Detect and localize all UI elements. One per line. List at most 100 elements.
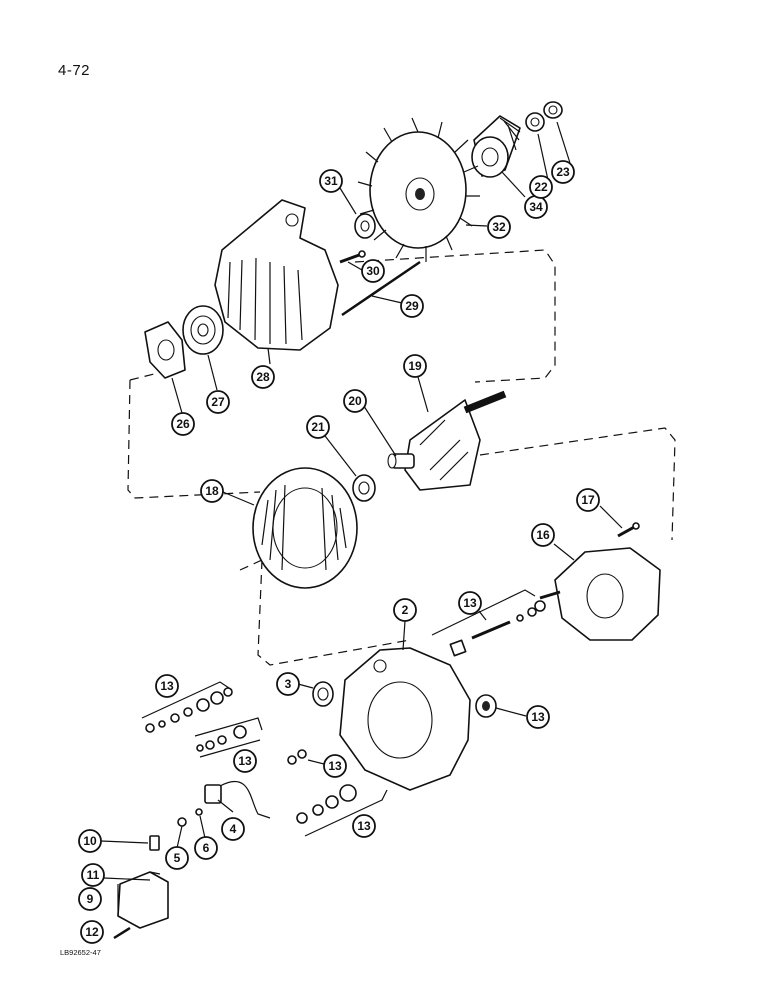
callout-26: 26	[171, 412, 195, 436]
svg-text:17: 17	[581, 493, 595, 507]
hardware-bracket-terminal	[431, 589, 536, 636]
svg-text:3: 3	[285, 677, 292, 691]
rotor-part	[404, 390, 507, 491]
callout-5: 5	[165, 846, 189, 870]
figure-code: LB92652-47	[60, 948, 101, 957]
callout-18: 18	[200, 479, 224, 503]
callout-30: 30	[361, 259, 385, 283]
leader-lines	[100, 121, 623, 881]
svg-text:13: 13	[238, 754, 252, 768]
callout-34: 34	[524, 195, 548, 219]
brush-screw-part	[177, 817, 187, 827]
holder-screw-part	[113, 926, 131, 940]
callout-13-center: 13	[323, 754, 347, 778]
hardware-bracket-upper-left	[141, 681, 233, 719]
svg-text:6: 6	[203, 841, 210, 855]
svg-text:13: 13	[328, 759, 342, 773]
hardware-bracket-middle-left	[194, 717, 263, 758]
pulley-part	[471, 115, 521, 178]
callout-27: 27	[206, 390, 230, 414]
bearing-retainer-plate-part	[144, 321, 186, 379]
svg-text:26: 26	[176, 417, 190, 431]
svg-text:23: 23	[556, 165, 570, 179]
brush-part	[149, 835, 160, 851]
callout-29: 29	[400, 294, 424, 318]
bearing-spacer-part	[354, 213, 376, 239]
callout-28: 28	[251, 365, 275, 389]
svg-text:32: 32	[492, 220, 506, 234]
svg-text:12: 12	[85, 925, 99, 939]
terminal-wire-part	[204, 780, 271, 819]
housing-bushing-part	[475, 694, 497, 718]
cap-part	[543, 101, 563, 119]
svg-text:28: 28	[256, 370, 270, 384]
hardware-row-middle-left	[196, 725, 247, 752]
callout-6: 6	[194, 836, 218, 860]
svg-text:13: 13	[463, 596, 477, 610]
callout-9: 9	[78, 887, 102, 911]
svg-text:2: 2	[402, 603, 409, 617]
callout-11: 11	[81, 863, 105, 887]
brush-washer-part	[195, 808, 203, 816]
callout-21: 21	[306, 415, 330, 439]
svg-text:30: 30	[366, 264, 380, 278]
rear-bearing-part	[352, 474, 376, 502]
stator-part	[252, 467, 358, 589]
hardware-row-center	[287, 749, 307, 765]
slip-ring-screw-part	[617, 522, 640, 538]
assembly-dashed-line-lower	[239, 427, 676, 666]
svg-text:19: 19	[408, 359, 422, 373]
svg-text:27: 27	[211, 395, 225, 409]
callout-22: 22	[529, 175, 553, 199]
svg-text:5: 5	[174, 851, 181, 865]
callout-13-terminal: 13	[458, 591, 482, 615]
hardware-row-lower	[296, 784, 357, 824]
svg-text:22: 22	[534, 180, 548, 194]
hardware-row-upper-left	[145, 687, 233, 733]
svg-text:18: 18	[205, 484, 219, 498]
svg-text:34: 34	[529, 200, 543, 214]
callout-13-upper-left: 13	[155, 674, 179, 698]
svg-text:21: 21	[311, 420, 325, 434]
svg-text:16: 16	[536, 528, 550, 542]
callout-13-housing-bushing: 13	[526, 705, 550, 729]
fan-part	[357, 117, 480, 262]
svg-text:20: 20	[348, 394, 362, 408]
callout-12: 12	[80, 920, 104, 944]
svg-text:9: 9	[87, 892, 94, 906]
through-bolt-part	[341, 260, 421, 317]
bushing-part	[312, 681, 334, 707]
callout-4: 4	[221, 817, 245, 841]
front-bearing-part	[182, 305, 224, 355]
callout-10: 10	[78, 829, 102, 853]
svg-text:10: 10	[83, 834, 97, 848]
callout-17: 17	[576, 488, 600, 512]
svg-text:31: 31	[324, 174, 338, 188]
rear-housing-part	[339, 647, 471, 791]
svg-text:13: 13	[160, 679, 174, 693]
svg-text:29: 29	[405, 299, 419, 313]
callout-13-middle-left: 13	[233, 749, 257, 773]
callout-19: 19	[403, 354, 427, 378]
callout-2: 2	[393, 598, 417, 622]
svg-text:11: 11	[87, 868, 100, 882]
callout-23: 23	[551, 160, 575, 184]
rotor-shaft-end-part	[387, 453, 415, 469]
short-bolt-part	[339, 250, 366, 264]
brush-holder-part	[117, 871, 169, 929]
callout-16: 16	[531, 523, 555, 547]
callout-13-lower: 13	[352, 814, 376, 838]
hardware-bracket-lower	[304, 789, 388, 837]
callout-31: 31	[319, 169, 343, 193]
callout-3: 3	[276, 672, 300, 696]
page-number: 4-72	[58, 62, 91, 79]
assembly-dashed-line-upper	[127, 249, 556, 499]
washer-part	[525, 112, 545, 132]
svg-text:13: 13	[357, 819, 371, 833]
terminal-stud-part	[449, 600, 546, 657]
callout-32: 32	[487, 215, 511, 239]
rectifier-part	[539, 547, 661, 641]
svg-text:13: 13	[531, 710, 545, 724]
callout-20: 20	[343, 389, 367, 413]
